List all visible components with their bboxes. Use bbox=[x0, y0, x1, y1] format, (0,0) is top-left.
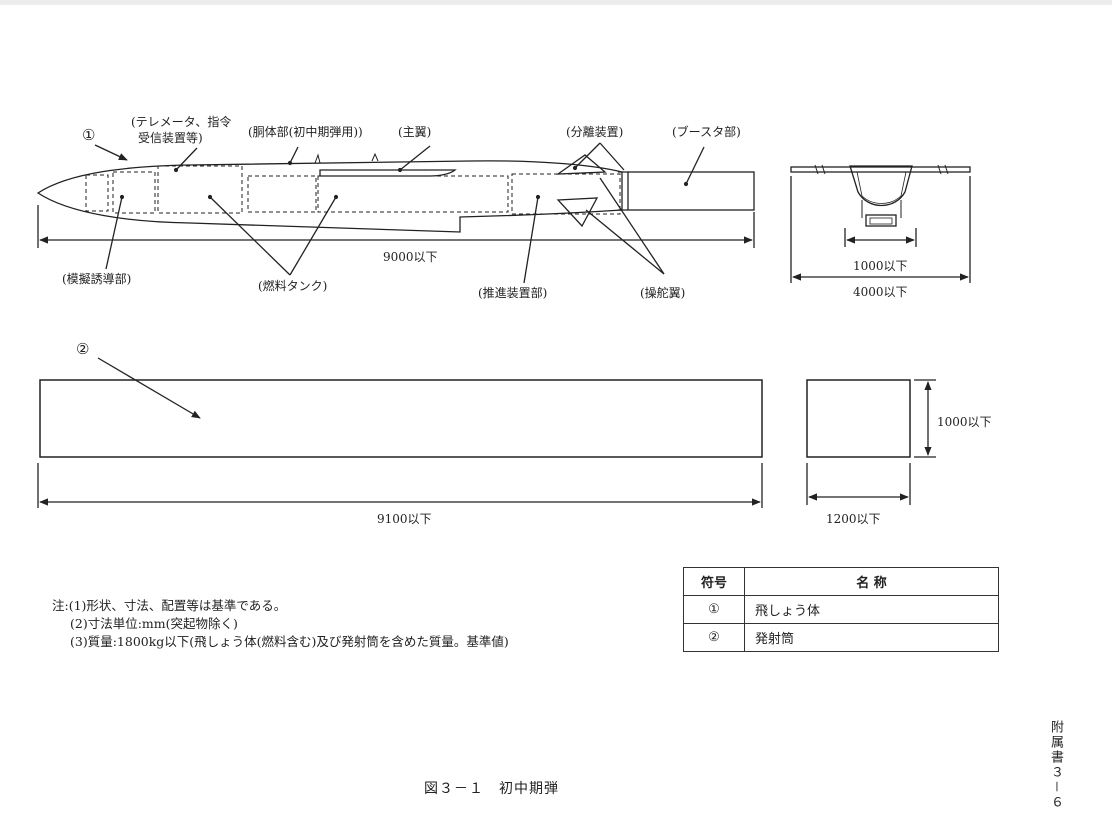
label-fuselage: (胴体部(初中期弾用)) bbox=[248, 125, 363, 139]
note-1: 注:(1)形状、寸法、配置等は基準である。 bbox=[52, 598, 287, 613]
note-3: (3)質量:1800kg以下(飛しょう体(燃料含む)及び発射筒を含めた質量。基準… bbox=[70, 634, 509, 649]
table-row: ① 飛しょう体 bbox=[683, 595, 999, 624]
figure-caption: 図３－１ 初中期弾 bbox=[424, 781, 559, 797]
legend-symbol-1: ① bbox=[683, 595, 745, 624]
control-fin bbox=[556, 197, 599, 228]
note-2: (2)寸法単位:mm(突起物除く) bbox=[70, 616, 238, 631]
front-view-intake bbox=[865, 214, 897, 227]
legend-symbol-2: ② bbox=[683, 623, 745, 652]
booster bbox=[627, 171, 755, 211]
main-wing bbox=[319, 169, 457, 177]
top-bar bbox=[0, 0, 1112, 5]
fuel-tank-rear bbox=[317, 175, 509, 213]
legend-table: 符号 名 称 ① 飛しょう体 ② 発射筒 bbox=[683, 567, 999, 652]
notes: 注:(1)形状、寸法、配置等は基準である。 (2)寸法単位:mm(突起物除く) … bbox=[52, 597, 509, 651]
legend-name-2: 発射筒 bbox=[744, 623, 999, 652]
page-reference: 附属書３－６ bbox=[1048, 720, 1063, 811]
launcher-height-dim: 1000以下 bbox=[937, 415, 992, 429]
label-fuel-tank: (燃料タンク) bbox=[258, 279, 328, 293]
launcher-body bbox=[39, 379, 763, 458]
legend-header-name: 名 称 bbox=[744, 567, 999, 596]
missile-marker: ① bbox=[82, 126, 96, 144]
label-telemetry-1: (テレメータ、指令 bbox=[131, 115, 232, 129]
legend-name-1: 飛しょう体 bbox=[744, 595, 999, 624]
front-outer-dim: 4000以下 bbox=[853, 285, 908, 299]
guidance-compartment bbox=[112, 171, 156, 214]
front-view-wings bbox=[790, 166, 971, 173]
seeker-compartment bbox=[85, 174, 109, 212]
separation-fin bbox=[555, 154, 607, 175]
label-main-wing: (主翼) bbox=[398, 125, 432, 139]
telemetry-compartment bbox=[157, 165, 243, 214]
table-row: ② 発射筒 bbox=[683, 623, 999, 652]
label-booster: (ブースタ部) bbox=[672, 125, 741, 139]
propulsion-compartment bbox=[511, 173, 621, 215]
front-inner-dim: 1000以下 bbox=[853, 259, 908, 273]
label-control-fin: (操舵翼) bbox=[640, 286, 686, 300]
legend-header-symbol: 符号 bbox=[683, 567, 745, 596]
launcher-length-dim: 9100以下 bbox=[377, 512, 432, 526]
launcher-width-dim: 1200以下 bbox=[826, 512, 881, 526]
label-telemetry-2: 受信装置等) bbox=[138, 131, 203, 145]
launcher-marker: ② bbox=[76, 340, 90, 358]
label-separation: (分離装置) bbox=[566, 125, 624, 139]
launcher-end bbox=[806, 379, 911, 458]
missile-length-dim: 9000以下 bbox=[383, 250, 438, 264]
label-seeker: (模擬誘導部) bbox=[62, 272, 132, 286]
label-propulsion: (推進装置部) bbox=[478, 286, 548, 300]
front-view-body bbox=[849, 165, 913, 206]
fuel-tank-front bbox=[247, 175, 317, 213]
